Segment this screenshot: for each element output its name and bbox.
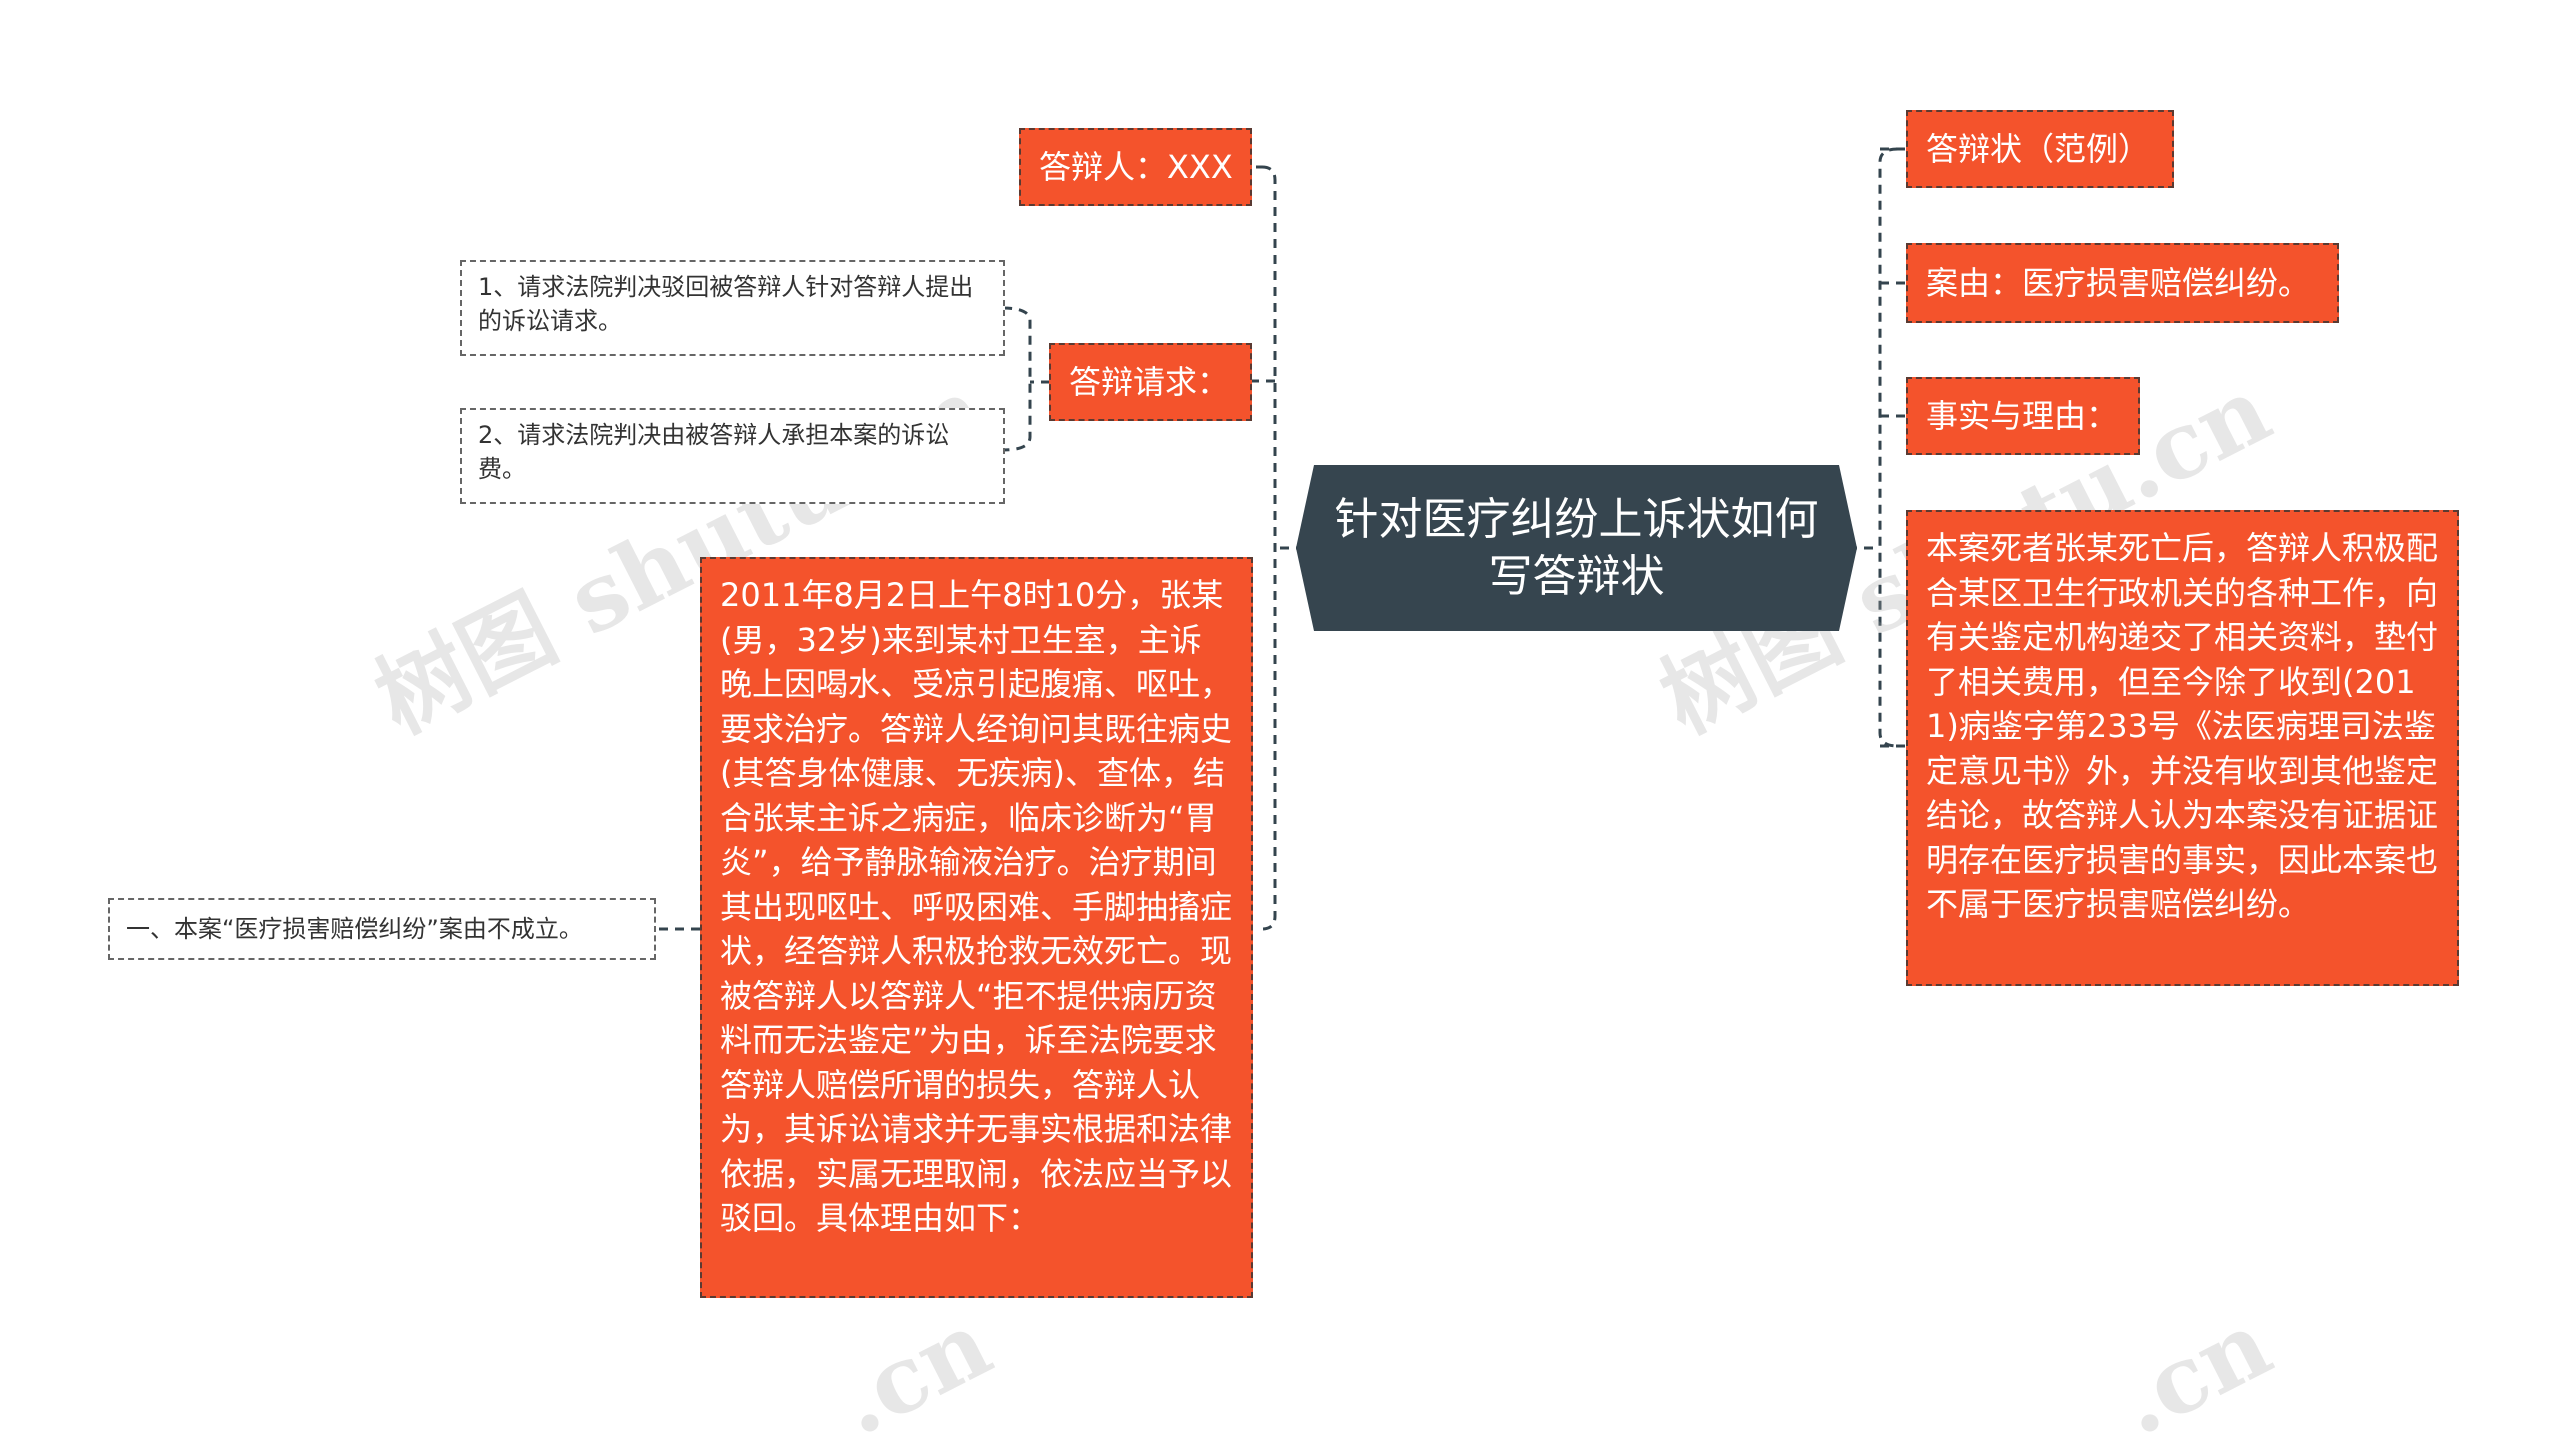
request-label: 答辩请求： bbox=[1069, 363, 1230, 401]
request-item-1[interactable]: 1、请求法院判决驳回被答辩人针对答辩人提出的诉讼请求。 bbox=[460, 260, 1005, 356]
request-item-2[interactable]: 2、请求法院判决由被答辩人承担本案的诉讼费。 bbox=[460, 408, 1005, 504]
facts-label-node[interactable]: 事实与理由： bbox=[1906, 377, 2140, 455]
respondent-node[interactable]: 答辩人：XXX bbox=[1019, 128, 1252, 206]
title-label: 答辩状（范例） bbox=[1926, 130, 2151, 168]
request-item-1-text: 1、请求法院判决驳回被答辩人针对答辩人提出的诉讼请求。 bbox=[478, 273, 974, 335]
facts-text: 本案死者张某死亡后，答辩人积极配合某区卫生行政机关的各种工作，向有关鉴定机构递交… bbox=[1926, 529, 2439, 923]
title-node[interactable]: 答辩状（范例） bbox=[1906, 110, 2174, 188]
connector-right-spine bbox=[1878, 147, 1899, 748]
connector-request-items bbox=[1002, 306, 1032, 452]
respondent-label: 答辩人：XXX bbox=[1039, 148, 1233, 186]
reason-one-node[interactable]: 一、本案“医疗损害赔偿纠纷”案由不成立。 bbox=[108, 898, 656, 960]
central-topic-shape bbox=[1296, 465, 1857, 631]
reason-one-text: 一、本案“医疗损害赔偿纠纷”案由不成立。 bbox=[126, 915, 583, 943]
connector-left-spine bbox=[1261, 165, 1277, 931]
facts-node[interactable]: 本案死者张某死亡后，答辩人积极配合某区卫生行政机关的各种工作，向有关鉴定机构递交… bbox=[1906, 510, 2459, 986]
cause-node[interactable]: 案由：医疗损害赔偿纠纷。 bbox=[1906, 243, 2339, 323]
central-topic-label: 针对医疗纠纷上诉状如何写答辩状 bbox=[1334, 494, 1819, 602]
central-topic[interactable]: 针对医疗纠纷上诉状如何写答辩状 bbox=[1296, 465, 1857, 631]
facts-label: 事实与理由： bbox=[1926, 397, 2119, 435]
request-item-2-text: 2、请求法院判决由被答辩人承担本案的诉讼费。 bbox=[478, 421, 950, 483]
narrative-node[interactable]: 2011年8月2日上午8时10分，张某(男，32岁)来到某村卫生室，主诉晚上因喝… bbox=[700, 557, 1253, 1298]
request-node[interactable]: 答辩请求： bbox=[1049, 343, 1252, 421]
cause-label: 案由：医疗损害赔偿纠纷。 bbox=[1926, 264, 2311, 302]
narrative-text: 2011年8月2日上午8时10分，张某(男，32岁)来到某村卫生室，主诉晚上因喝… bbox=[720, 576, 1233, 1237]
